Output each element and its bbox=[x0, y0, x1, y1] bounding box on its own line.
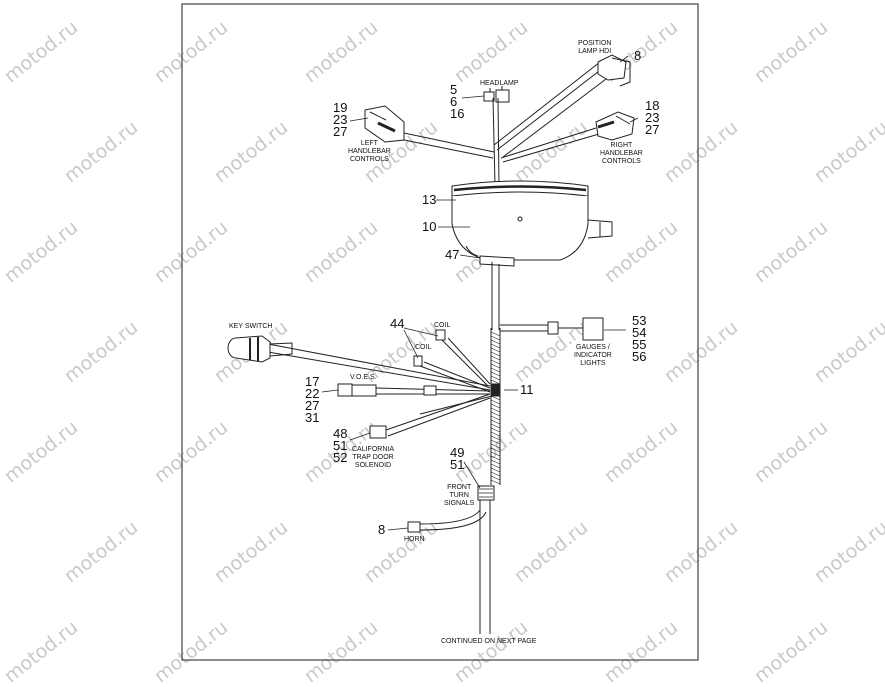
right-handlebar-connector bbox=[595, 111, 635, 141]
callout-headlamp: 5 6 16 bbox=[450, 82, 465, 121]
label-position-lamp: POSITION LAMP HDI bbox=[578, 40, 612, 55]
key-switch-wire-2 bbox=[267, 351, 491, 391]
california-wire-3 bbox=[419, 395, 493, 415]
gauges-plug bbox=[547, 321, 559, 335]
label-left-handlebar: LEFT HANDLEBAR CONTROLS bbox=[348, 140, 391, 163]
coil-wire-top-2 bbox=[441, 339, 489, 387]
footer-continued: CONTINUED ON NEXT PAGE bbox=[441, 638, 537, 645]
horn-wire-2 bbox=[419, 511, 487, 531]
left-handlebar-connector bbox=[364, 105, 405, 143]
callout-11: 11 bbox=[520, 382, 534, 397]
callout-47: 47 bbox=[445, 247, 460, 262]
voes-connector bbox=[337, 383, 353, 397]
junction-block bbox=[491, 383, 501, 397]
turn-signal-hatch bbox=[479, 488, 493, 498]
headlamp-housing bbox=[451, 180, 613, 267]
california-connector bbox=[369, 425, 387, 439]
left-handlebar-wire bbox=[403, 139, 494, 159]
label-voes: V.O.E.S. bbox=[350, 374, 377, 381]
callout-right-handlebar: 18 23 27 bbox=[645, 98, 660, 137]
callout-horn: 8 bbox=[378, 522, 386, 537]
coil-wire-top bbox=[447, 337, 491, 385]
position-lamp-connector bbox=[597, 54, 631, 87]
right-handlebar-wire bbox=[500, 127, 597, 159]
horn-wire bbox=[419, 509, 481, 525]
key-switch bbox=[227, 335, 293, 363]
label-horn: HORN bbox=[404, 536, 425, 543]
label-headlamp: HEADLAMP bbox=[480, 80, 519, 87]
key-switch-wire bbox=[267, 343, 491, 387]
callout-california: 48 51 52 bbox=[333, 426, 348, 465]
leader-lines bbox=[321, 55, 639, 531]
voes-plug bbox=[423, 385, 437, 396]
voes-connector-2 bbox=[351, 384, 377, 397]
main-wire-sleeve bbox=[490, 328, 501, 485]
california-wire-2 bbox=[387, 397, 491, 437]
top-trunk-wire bbox=[492, 97, 496, 186]
callout-turn-signals: 49 51 bbox=[450, 445, 465, 472]
callout-13: 13 bbox=[422, 192, 437, 207]
coil-connector-mid bbox=[413, 355, 423, 367]
position-lamp-wire-2 bbox=[502, 75, 611, 158]
label-coil-mid: COIL bbox=[415, 344, 432, 351]
california-wire bbox=[385, 393, 491, 431]
horn-connector bbox=[407, 521, 421, 533]
label-california: CALIFORNIA TRAP DOOR SOLENOID bbox=[352, 446, 395, 469]
label-coil-top: COIL bbox=[434, 322, 451, 329]
page-frame bbox=[181, 3, 699, 661]
right-handlebar-wire-2 bbox=[502, 133, 600, 163]
callout-gauges: 53 54 55 56 bbox=[632, 313, 647, 364]
gauges-connector bbox=[582, 317, 604, 341]
label-key-switch: KEY SWITCH bbox=[229, 323, 273, 330]
coil-wire-mid bbox=[423, 361, 491, 389]
wiring-diagram-drawing bbox=[181, 3, 699, 661]
callout-left-handlebar: 19 23 27 bbox=[333, 100, 348, 139]
callout-voes: 17 22 27 31 bbox=[305, 374, 320, 425]
callout-position-lamp: 8 bbox=[634, 48, 642, 63]
label-right-handlebar: RIGHT HANDLEBAR CONTROLS bbox=[600, 142, 643, 165]
label-gauges: GAUGES / INDICATOR LIGHTS bbox=[574, 344, 612, 367]
headlamp-connector bbox=[483, 86, 510, 103]
position-lamp-wire bbox=[496, 67, 604, 151]
callout-10: 10 bbox=[422, 219, 437, 234]
coil-wire-mid-2 bbox=[419, 365, 491, 393]
callout-44: 44 bbox=[390, 316, 405, 331]
position-lamp-wire-3 bbox=[493, 61, 601, 146]
label-front-turn: FRONT TURN SIGNALS bbox=[444, 484, 475, 507]
coil-connector-top bbox=[435, 329, 446, 341]
left-handlebar-wire-2 bbox=[403, 132, 495, 153]
